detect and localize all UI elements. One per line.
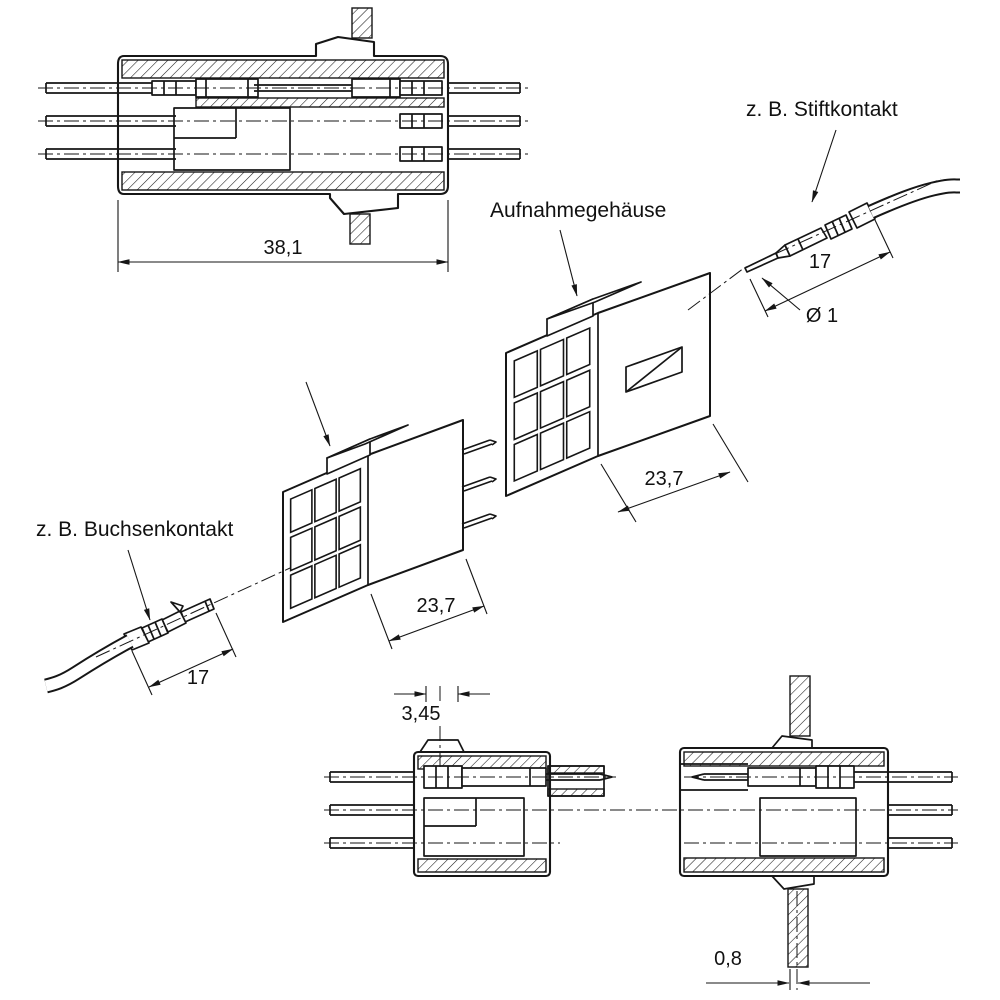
pin-contact-centerline [687, 178, 942, 311]
socket-contact-part [123, 598, 215, 651]
pin-length-dimension: 17 [749, 219, 894, 318]
socket-contact-centerline [95, 567, 291, 658]
plug-depth-dimension: 23,7 [370, 558, 488, 650]
mated-housing-outline [116, 35, 450, 216]
contact-spacing-dimension: 3,45 [394, 686, 490, 725]
receptacle-section-centerlines [684, 776, 958, 844]
wires-left [45, 82, 176, 160]
panel-top-hatch [789, 675, 811, 737]
overall-length-dimension: 38,1 [117, 200, 449, 272]
plug-section-block [423, 797, 525, 857]
plug-section-centerlines [324, 776, 616, 844]
pin-contact-assembly: z. B. Stiftkontakt 17 Ø 1 [687, 98, 961, 327]
receptacle-section-block [759, 797, 857, 857]
plug-housing-arrow [305, 381, 331, 447]
mated-contact-row [151, 78, 443, 162]
plug-section-latch [419, 739, 465, 753]
socket-length-value: 17 [187, 667, 209, 689]
receptacle-section-bottom-hatch [683, 857, 885, 873]
plug-section-bottom-hatch [417, 858, 547, 873]
pin-contact-arrow [811, 129, 837, 203]
socket-contact-arrow [127, 549, 151, 621]
socket-contact-wire [44, 634, 134, 694]
plug-depth-value: 23,7 [417, 595, 456, 617]
receptacle-latch-hook-bottom [771, 875, 815, 890]
receptacle-latch-hook-top [771, 735, 813, 749]
pin-diameter-dimension: Ø 1 [761, 277, 838, 327]
plug-section-nose [540, 765, 613, 797]
receptacle-section-view: 0,8 [678, 675, 958, 990]
housing-wall-mid-hatch [195, 97, 445, 108]
housing-wall-top-hatch [121, 59, 445, 79]
receptacle-latch-side [625, 346, 683, 393]
panel-clearance-value: 0,8 [714, 948, 742, 970]
receptacle-section-top-hatch [683, 751, 885, 767]
socket-length-dimension: 17 [131, 612, 237, 696]
plug-section-view: 3,45 [324, 686, 616, 878]
internal-cavity-block [173, 107, 291, 171]
receptacle-latch-top [546, 281, 642, 337]
pin-tip [744, 252, 779, 273]
overall-length-value: 38,1 [264, 237, 303, 259]
receptacle-depth-dimension: 23,7 [600, 423, 749, 523]
pin-diameter-value: Ø 1 [806, 305, 838, 327]
receptacle-cavity-grid [514, 328, 589, 481]
receptacle-housing-label: Aufnahmegehäuse [490, 199, 666, 222]
socket-lance [170, 601, 184, 613]
latch-width-value: 3,45 [402, 703, 441, 725]
socket-contact-label: z. B. Buchsenkontakt [36, 518, 233, 541]
pin-length-value: 17 [809, 251, 831, 273]
plug-section-outline [412, 750, 552, 878]
plug-latch [326, 424, 409, 475]
plug-section-wires [329, 771, 414, 849]
plug-cavity-grid [291, 469, 361, 609]
receptacle-depth-value: 23,7 [645, 468, 684, 490]
pin-contact-wire [867, 178, 961, 219]
plug-contact-pins [461, 439, 497, 529]
panel-cutout-top [351, 7, 373, 39]
receptacle-housing-isometric: Aufnahmegehäuse 23,7 [490, 199, 749, 523]
wire-centerlines [38, 87, 530, 155]
receptacle-housing-arrow [559, 229, 578, 297]
plug-housing-isometric: 23,7 [283, 381, 497, 650]
panel-bottom-hatch [787, 888, 809, 968]
pin-contact-label: z. B. Stiftkontakt [746, 98, 898, 121]
panel-clearance-dimension: 0,8 [706, 891, 870, 990]
socket-contact-assembly: z. B. Buchsenkontakt 17 [36, 518, 291, 696]
housing-wall-bottom-hatch [121, 171, 445, 191]
mated-assembly-section-view: 38,1 [38, 7, 530, 272]
receptacle-section-outline [678, 746, 890, 878]
pin-insulation-crimp [848, 202, 876, 229]
panel-cutout-bottom [349, 213, 371, 245]
